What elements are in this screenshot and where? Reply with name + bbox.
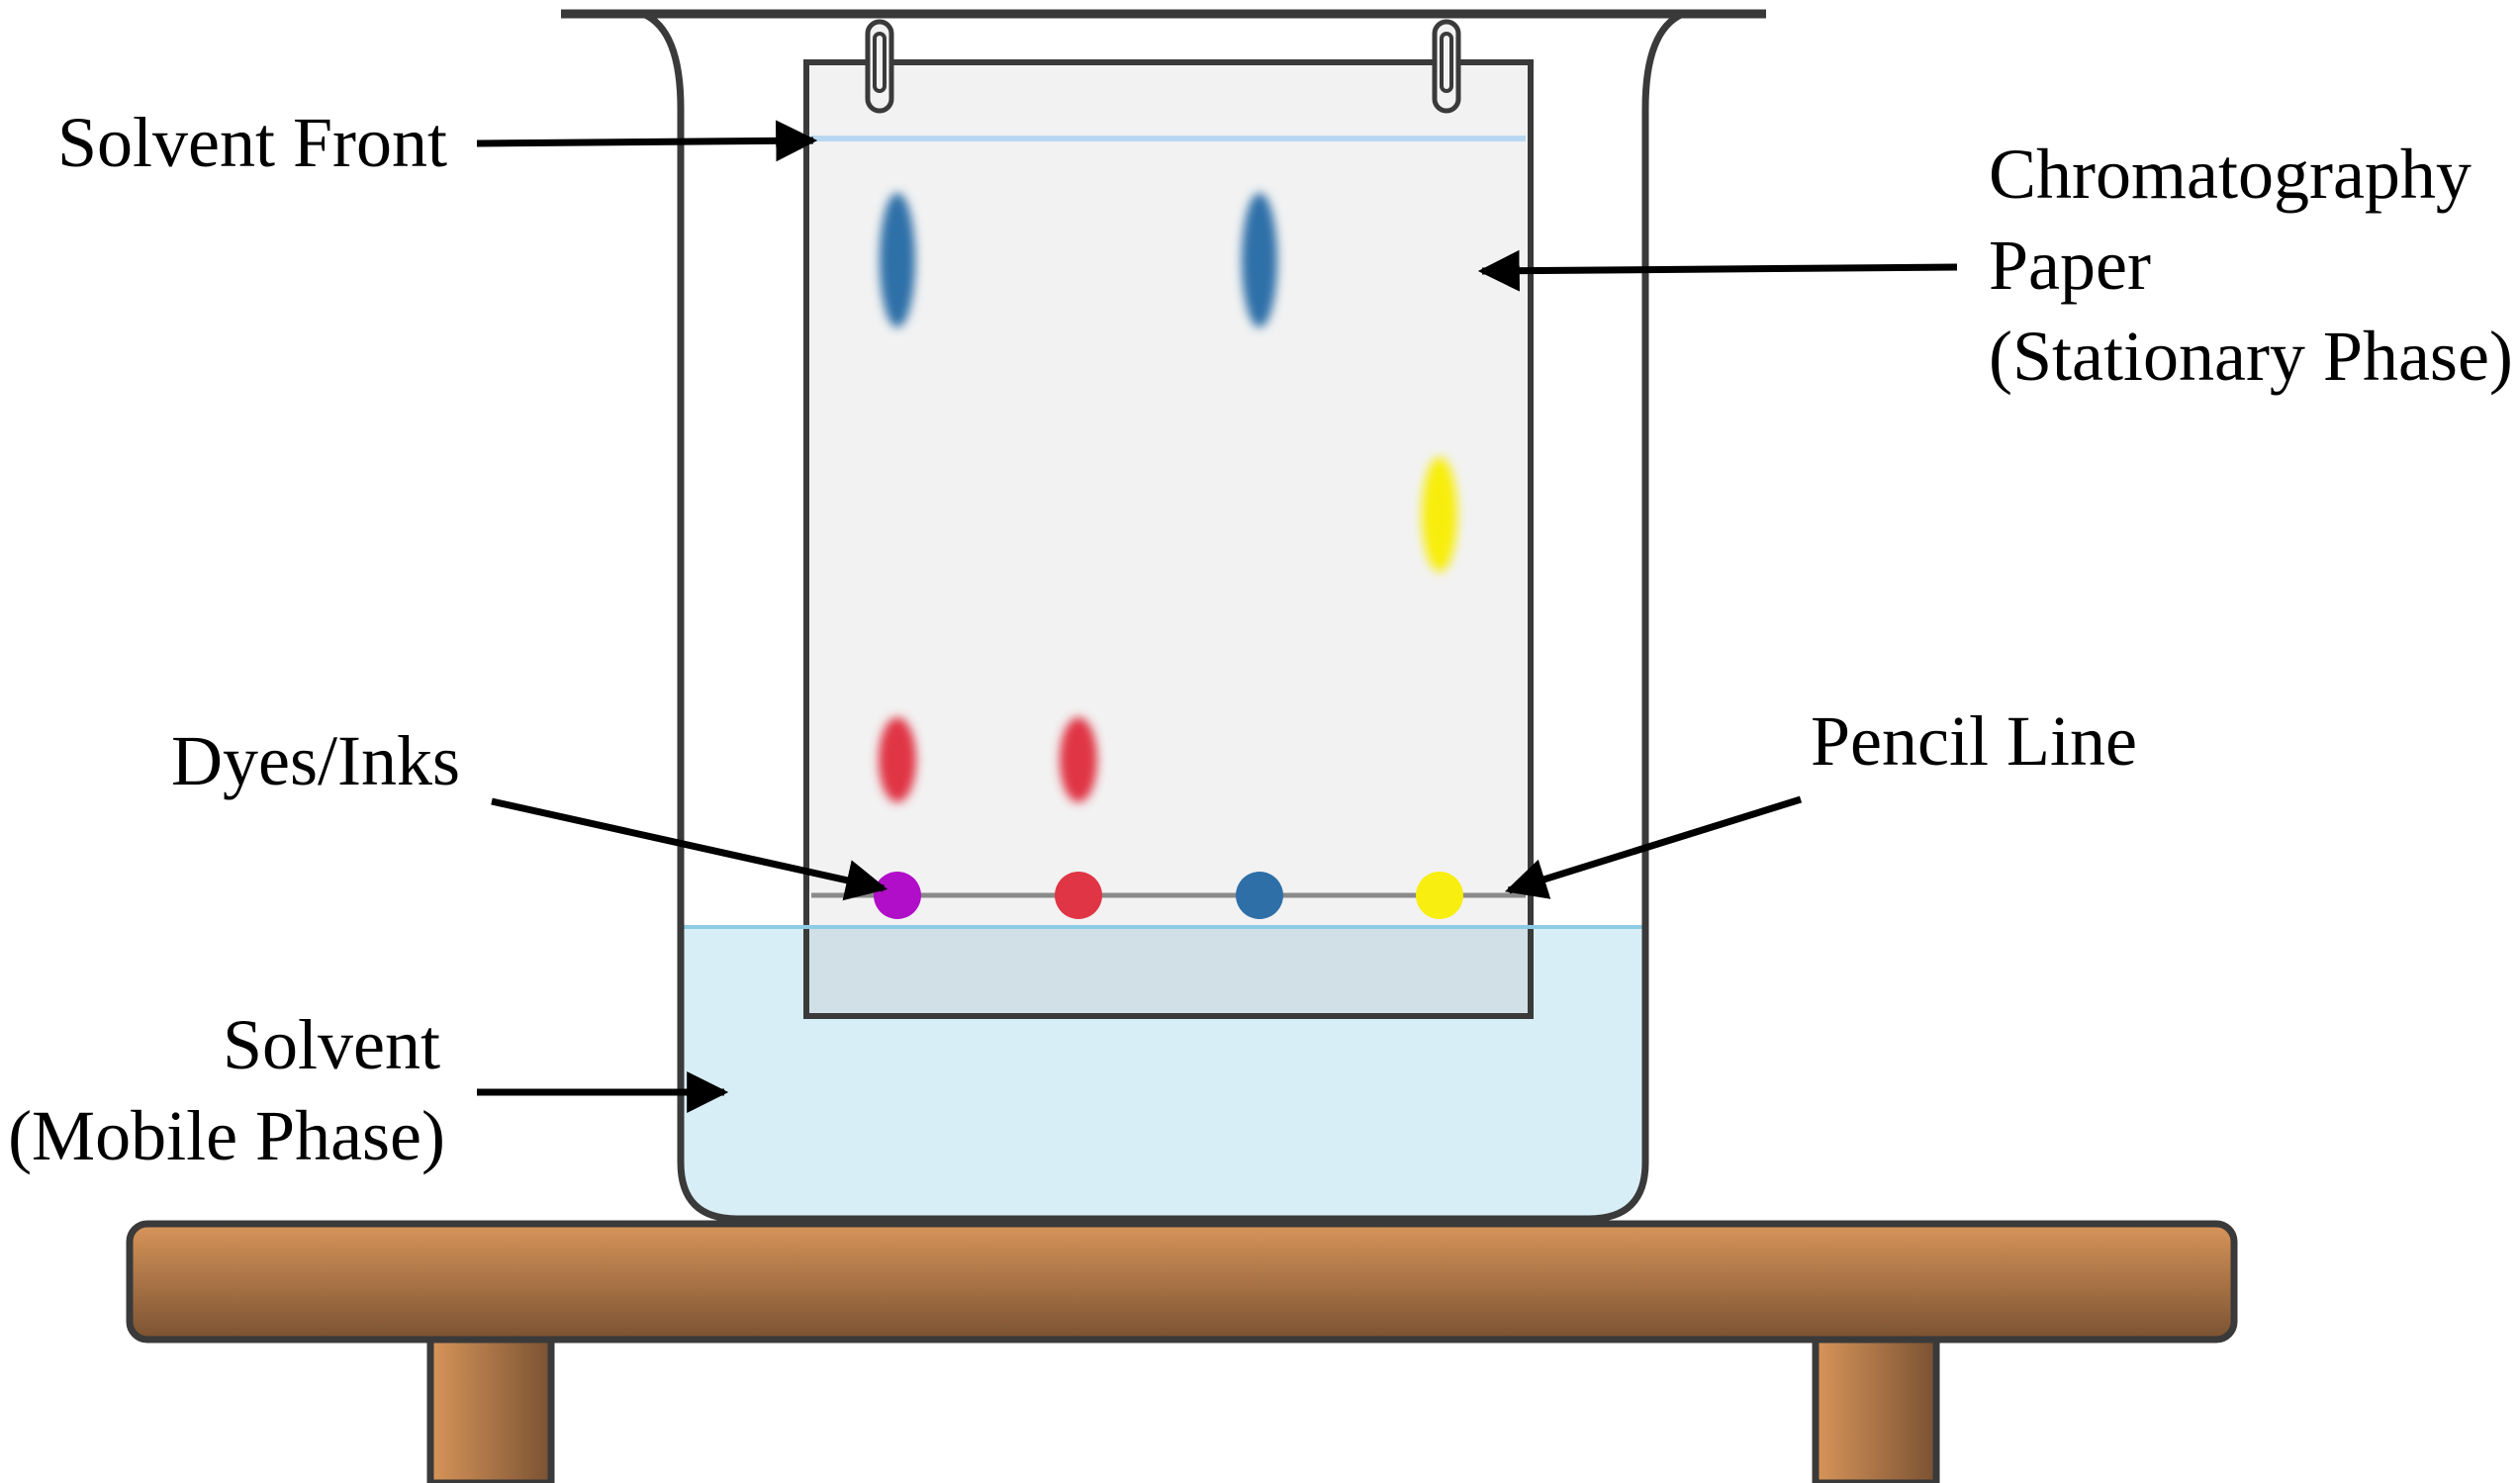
paper-arrow [1477,249,1958,292]
table [126,1220,2238,1483]
paper-clip-right-icon [1432,19,1461,114]
arrows [476,120,1958,1113]
blue-spot-lane-1 [880,193,915,327]
solvent-front-arrow [476,120,818,162]
paper-clip-left-icon [865,19,894,114]
blue-dye-dot [1236,872,1283,919]
label-paper-line1: Chromatography [1989,135,2472,214]
red-spot-lane-2 [1060,717,1097,802]
pencil-line-arrow [1504,795,1803,899]
table-leg-left [426,1332,555,1483]
yellow-dye-dot [1416,872,1463,919]
label-paper-line3: (Stationary Phase) [1989,317,2513,396]
chromatography-paper [806,62,1531,1016]
label-dyes-inks: Dyes/Inks [171,721,460,800]
yellow-spot-lane-4 [1422,457,1457,572]
dyes-arrow [491,797,888,901]
submerged-paper-region [806,927,1531,1016]
separated-spots [879,193,1457,802]
red-dye-dot [1055,872,1102,919]
label-solvent-front: Solvent Front [57,103,447,182]
label-paper-line2: Paper [1989,226,2151,305]
label-solvent-line2: (Mobile Phase) [8,1096,445,1175]
paper-outline [803,59,1534,1019]
table-leg-right [1812,1332,1940,1483]
blue-spot-lane-3 [1242,193,1277,327]
beaker [641,10,1685,1223]
table-top [126,1220,2238,1344]
red-spot-lane-1 [879,717,916,802]
purple-dye-dot [874,872,921,919]
label-pencil-line: Pencil Line [1811,701,2137,781]
label-solvent-line1: Solvent [223,1005,440,1084]
